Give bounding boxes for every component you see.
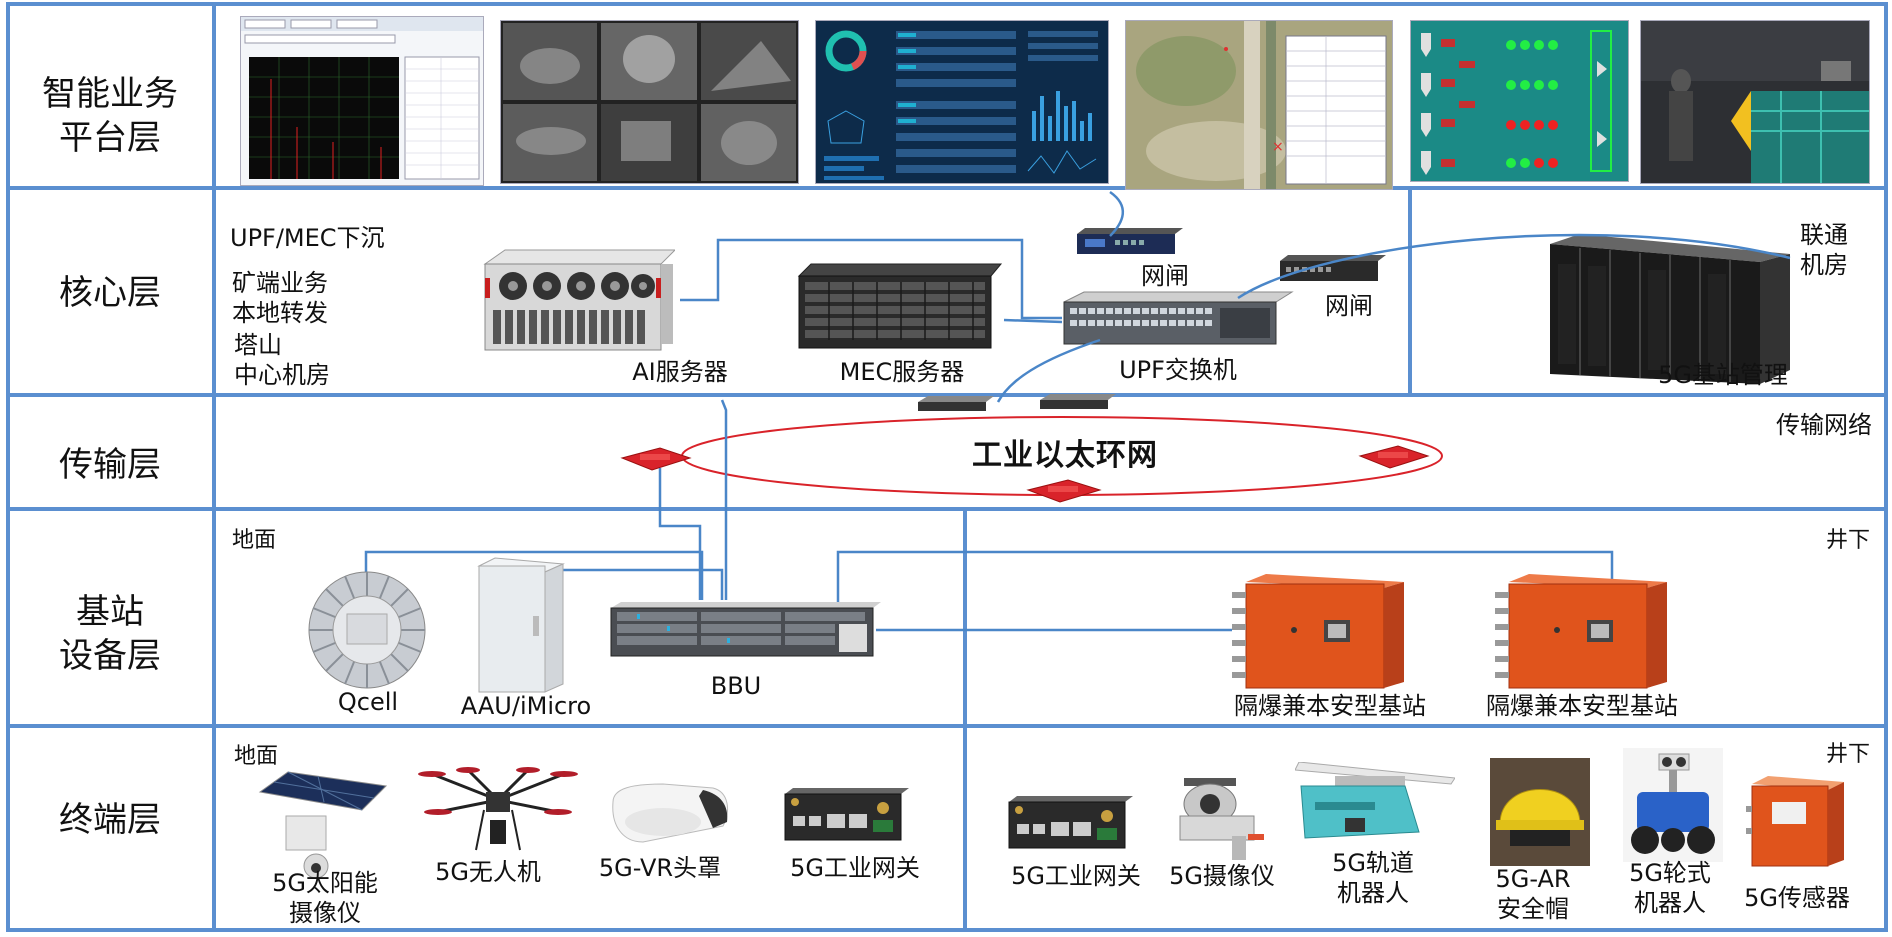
bullet-camera-icon [1179, 778, 1264, 860]
vr-headset-icon [612, 783, 729, 843]
vr-demo-icon [1640, 20, 1870, 184]
server-icon [483, 249, 675, 351]
explosion-proof-station-icon [1495, 574, 1667, 689]
upf-mec-label: UPF/MEC下沉 [230, 224, 385, 252]
ai-server-label: AI服务器 [632, 358, 728, 386]
ar-helmet-icon [1490, 758, 1590, 866]
router-icon [1077, 228, 1183, 254]
unicom-room-label: 联通机房 [1800, 221, 1848, 279]
server-icon [797, 263, 1003, 349]
control-panel-icon [1410, 20, 1629, 182]
bbu-icon [610, 602, 881, 657]
aau-icon [477, 557, 565, 693]
svg-text:×: × [1272, 139, 1284, 155]
terminal-surface-label: 地面 [234, 744, 279, 769]
qcell-icon [308, 571, 426, 689]
layer-name-base: 基站设备层 [59, 592, 161, 676]
solar-camera-label: 5G太阳能摄像仪 [272, 869, 378, 927]
rack-icon [1550, 234, 1790, 384]
local-forward-label: 矿端业务本地转发 [232, 269, 328, 327]
drone-icon [418, 767, 578, 851]
terminal-underground-label: 井下 [1825, 742, 1870, 767]
qcell-label: Qcell [337, 688, 399, 716]
tashan-room-label: 塔山中心机房 [234, 331, 330, 389]
solar-camera-icon [258, 771, 388, 879]
drone-label: 5G无人机 [435, 858, 541, 886]
aau-label: AAU/iMicro [460, 692, 592, 720]
grid-chart-icon [240, 16, 484, 186]
cctv-wall-icon [500, 20, 799, 184]
dashboard-icon [815, 20, 1109, 184]
gateway-under-label: 5G工业网关 [1011, 862, 1141, 890]
ex-station-2-label: 隔爆兼本安型基站 [1486, 692, 1678, 720]
gateway-surface-label: 5G工业网关 [790, 854, 920, 882]
vr-headset-label: 5G-VR头罩 [598, 854, 722, 882]
rail-robot-icon [1295, 762, 1455, 839]
transport-network-label: 传输网络 [1776, 411, 1872, 439]
camera-label: 5G摄像仪 [1169, 862, 1275, 890]
gateway-2-label: 网闸 [1325, 292, 1373, 320]
base-surface-label: 地面 [232, 528, 277, 553]
base-underground-label: 井下 [1825, 528, 1870, 553]
mec-server-label: MEC服务器 [839, 358, 965, 386]
layer-name-platform: 智能业务平台层 [42, 74, 178, 158]
layer-name-core: 核心层 [59, 273, 161, 313]
satellite-map-icon: × [1125, 20, 1393, 190]
upf-switch-label: UPF交换机 [1119, 356, 1237, 384]
layer-name-transport: 传输层 [59, 445, 161, 485]
station-mgmt-label: 5G基站管理 [1658, 361, 1788, 389]
explosion-proof-station-icon [1232, 574, 1404, 689]
bbu-label: BBU [710, 672, 762, 700]
sensor-box-icon [1746, 776, 1844, 867]
wheel-robot-label: 5G轮式机器人 [1629, 859, 1711, 917]
ex-station-1-label: 隔爆兼本安型基站 [1234, 692, 1426, 720]
gateway-1-label: 网闸 [1141, 262, 1189, 290]
rail-robot-label: 5G轨道机器人 [1332, 849, 1414, 907]
industrial-gateway-icon [1008, 796, 1133, 849]
sensor-label: 5G传感器 [1744, 884, 1850, 912]
wheel-robot-icon [1623, 748, 1723, 862]
switch-icon [1063, 291, 1294, 345]
layer-name-terminal: 终端层 [59, 800, 161, 840]
industrial-gateway-icon [784, 788, 909, 841]
ring-title: 工业以太环网 [972, 438, 1158, 473]
